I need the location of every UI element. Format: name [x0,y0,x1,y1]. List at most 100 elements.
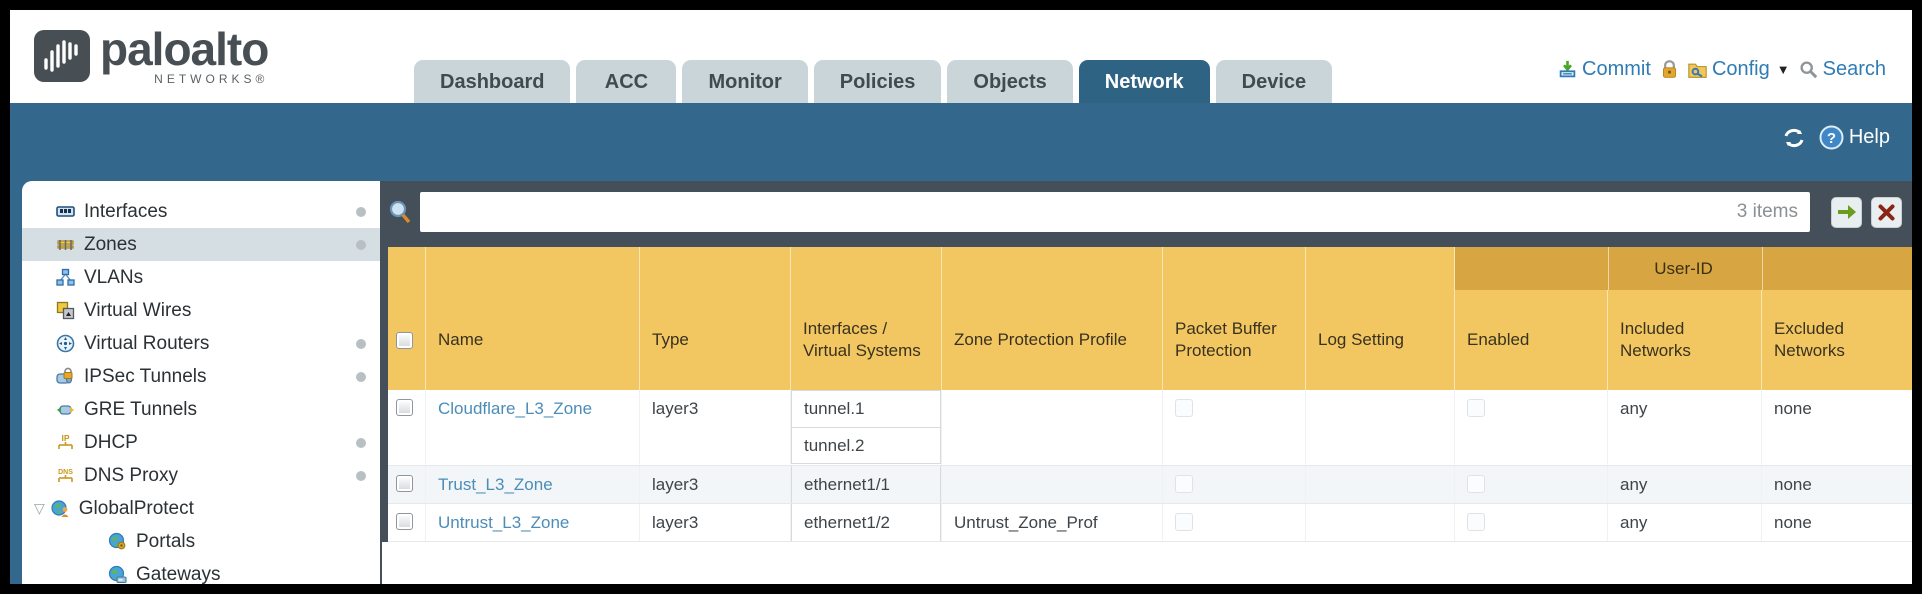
sidebar-item-virtual-wires[interactable]: Virtual Wires [22,294,380,327]
interface-entry: ethernet1/1 [791,466,941,503]
sidebar-item-label: VLANs [84,266,144,288]
filter-bar: 3 items [380,181,1912,243]
sidebar-item-dns-proxy[interactable]: DNS DNS Proxy [22,459,380,492]
userid-enabled-checkbox[interactable] [1467,513,1485,531]
row-checkbox-cell [388,390,426,465]
sidebar-item-virtual-routers[interactable]: Virtual Routers [22,327,380,360]
tab-acc[interactable]: ACC [576,60,677,103]
zone-name-link[interactable]: Trust_L3_Zone [438,475,553,494]
log-setting-cell [1306,390,1455,465]
select-all-checkbox[interactable] [396,331,413,349]
sidebar-item-label: Interfaces [84,200,168,222]
lock-icon[interactable] [1660,60,1679,79]
log-setting-cell [1306,466,1455,503]
search-action[interactable]: Search [1799,58,1886,81]
excluded-networks-cell: none [1774,475,1812,494]
tab-monitor[interactable]: Monitor [682,60,808,103]
tab-policies[interactable]: Policies [813,60,942,103]
help-label: Help [1848,126,1890,148]
apply-filter-button[interactable] [1831,196,1862,228]
paloalto-logo-icon [34,30,90,82]
help-icon: ? [1819,125,1844,150]
packet-buffer-checkbox[interactable] [1175,513,1193,531]
preview-dot [356,371,366,382]
portals-icon [108,532,126,550]
panos-app: paloalto NETWORKS® Dashboard ACC Monitor… [10,10,1912,584]
tab-dashboard[interactable]: Dashboard [414,60,571,103]
config-dropdown-caret: ▼ [1776,62,1790,77]
column-header-zone-protection-profile[interactable]: Zone Protection Profile [942,247,1163,390]
column-header-excluded-networks[interactable]: Excluded Networks [1774,318,1845,360]
userid-enabled-cell [1455,466,1608,503]
column-header-enabled[interactable]: Enabled [1455,247,1608,390]
preview-dot [356,437,366,448]
column-header-log-setting[interactable]: Log Setting [1306,247,1455,390]
sidebar-item-zones[interactable]: Zones [22,228,380,261]
row-checkbox[interactable] [396,475,413,492]
zone-name-link[interactable]: Cloudflare_L3_Zone [438,399,593,418]
column-header-type[interactable]: Type [640,247,791,390]
svg-text:?: ? [1827,130,1836,147]
zones-table: Name Type Interfaces / Virtual Systems Z… [388,247,1912,542]
sidebar-item-label: Portals [136,530,196,552]
column-header-included-networks[interactable]: Included Networks [1608,247,1762,390]
dhcp-icon: IP [58,433,73,449]
tab-device[interactable]: Device [1215,60,1333,103]
gre-tunnels-icon [57,405,74,415]
config-menu[interactable]: Config ▼ [1688,58,1790,81]
sidebar-item-portals[interactable]: Portals [22,525,380,558]
sidebar-item-interfaces[interactable]: Interfaces [22,195,380,228]
zones-table-wrap: Name Type Interfaces / Virtual Systems Z… [380,243,1912,542]
sidebar-item-ipsec-tunnels[interactable]: IPSec Tunnels [22,360,380,393]
clear-filter-button[interactable] [1871,196,1902,228]
top-header: paloalto NETWORKS® Dashboard ACC Monitor… [10,10,1912,103]
userid-separator [1608,247,1609,290]
sidebar-item-vlans[interactable]: VLANs [22,261,380,294]
refresh-icon[interactable] [1781,126,1807,150]
help-button[interactable]: ? Help [1819,125,1890,150]
packet-buffer-cell [1163,466,1306,503]
row-checkbox[interactable] [396,399,413,416]
column-header-interfaces[interactable]: Interfaces / Virtual Systems [791,247,942,390]
log-setting-cell [1306,504,1455,541]
dns-proxy-icon: DNS [58,469,73,482]
expander-triangle-icon[interactable]: ▽ [34,500,45,516]
network-sidebar: Interfaces Zones [22,181,380,584]
brand-logo: paloalto NETWORKS® [34,24,269,86]
sidebar-item-label: GlobalProtect [78,497,194,519]
row-checkbox[interactable] [396,513,413,530]
column-header-name[interactable]: Name [426,247,640,390]
tab-objects[interactable]: Objects [947,60,1073,103]
commit-button[interactable]: Commit [1558,58,1651,81]
zone-name-cell: Trust_L3_Zone [426,466,640,503]
filter-input[interactable] [432,200,1737,224]
userid-separator [1762,247,1763,290]
userid-enabled-checkbox[interactable] [1467,475,1485,493]
zone-name-link[interactable]: Untrust_L3_Zone [438,513,570,532]
sidebar-item-label: IPSec Tunnels [84,365,207,387]
zone-protection-cell [942,390,1163,465]
userid-enabled-checkbox[interactable] [1467,399,1485,417]
tab-network[interactable]: Network [1078,60,1210,103]
column-header-packet-buffer-protection[interactable]: Packet Buffer Protection [1163,247,1306,390]
globalprotect-icon [51,500,69,517]
sidebar-item-label: DNS Proxy [84,464,178,486]
content-area: Interfaces Zones [10,181,1912,584]
brand-text: paloalto NETWORKS® [100,24,269,86]
config-label: Config [1711,58,1770,80]
sidebar-item-globalprotect[interactable]: ▽ GlobalProtect [22,492,380,525]
waveform-glyph [44,40,78,72]
search-label: Search [1822,58,1886,80]
sidebar-item-label: Virtual Routers [84,332,210,354]
row-checkbox-cell [388,466,426,503]
user-id-group-header: User-ID [1455,247,1912,290]
packet-buffer-checkbox[interactable] [1175,475,1193,493]
sidebar-item-gre-tunnels[interactable]: GRE Tunnels [22,393,380,426]
sidebar-item-dhcp[interactable]: IP DHCP [22,426,380,459]
items-count: 3 items [1736,201,1798,222]
preview-dot [356,338,366,349]
sidebar-item-label: Zones [84,233,137,255]
sidebar-item-gateways[interactable]: Gateways [22,558,380,584]
packet-buffer-checkbox[interactable] [1175,399,1193,417]
